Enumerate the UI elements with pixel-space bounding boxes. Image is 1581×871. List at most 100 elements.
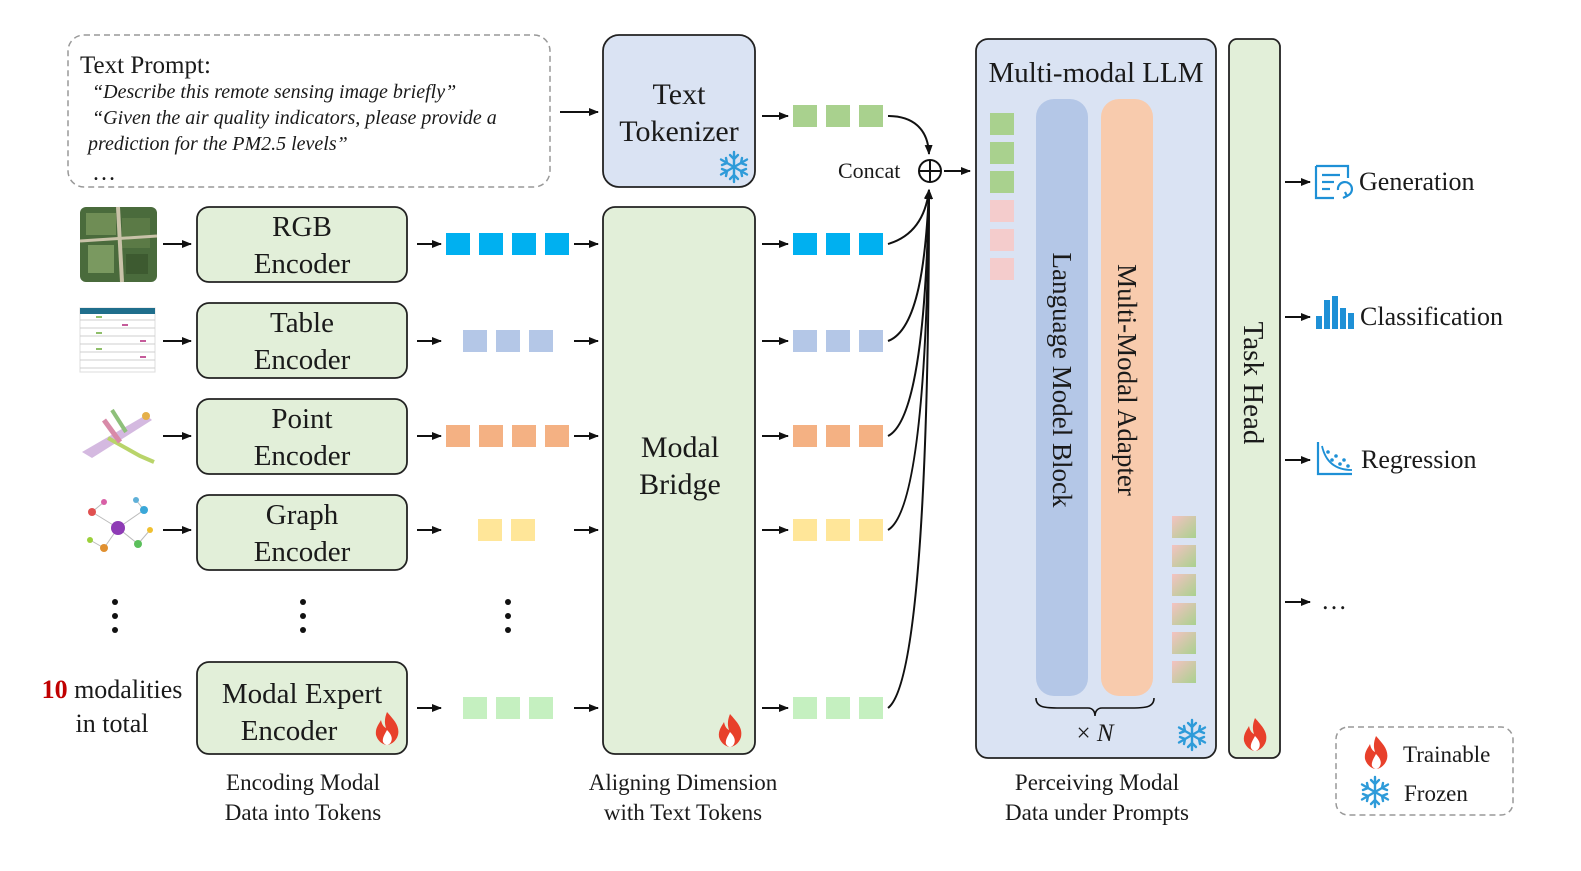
rgb-token [479, 233, 503, 255]
text-tokenizer-box [602, 34, 756, 188]
encoder-expert-label-2: Encoder [241, 715, 338, 747]
aligned-token [826, 233, 850, 255]
text-token [793, 105, 817, 127]
text-tokenizer-label-2: Tokenizer [619, 115, 739, 148]
satellite-image-icon [79, 206, 158, 283]
output-classification-label: Classification [1360, 302, 1503, 331]
encoder-rgb-label-1: RGB [272, 211, 332, 243]
aligned-graph-tokens [793, 519, 883, 541]
concat-label: Concat [838, 158, 900, 183]
text-prompt-box [67, 34, 551, 188]
repeat-brace [1035, 697, 1155, 717]
aligned-token [859, 330, 883, 352]
table-token [529, 330, 553, 352]
output-more-label: … [1321, 586, 1347, 615]
prompt-ellipsis: … [92, 160, 116, 186]
aligned-token [793, 519, 817, 541]
bar-chart-icon [1316, 296, 1354, 329]
graph-token-group [478, 519, 535, 541]
aligned-token [826, 519, 850, 541]
encoder-modal-expert: Modal Expert Encoder [196, 661, 408, 755]
table-token [496, 330, 520, 352]
point-token [479, 425, 503, 447]
encoder-graph: Graph Encoder [196, 494, 408, 571]
aligned-token [793, 697, 817, 719]
aligned-token [826, 425, 850, 447]
graph-network-icon [87, 497, 153, 552]
encoder-rgb-label-2: Encoder [254, 248, 351, 280]
expert-token [529, 697, 553, 719]
modalities-total-label: in total [76, 709, 149, 738]
caption-aligning-1: Aligning Dimension [589, 770, 778, 795]
aligned-rgb-tokens [793, 233, 883, 255]
modal-bridge-label-2: Bridge [639, 468, 721, 501]
aligned-token [826, 330, 850, 352]
text-token [826, 105, 850, 127]
rgb-token [446, 233, 470, 255]
caption-perceiving-2: Data under Prompts [1005, 800, 1189, 825]
encoder-point-label-2: Encoder [254, 440, 351, 472]
aligned-table-tokens [793, 330, 883, 352]
caption-encoding-1: Encoding Modal [226, 770, 380, 795]
aligned-token [859, 697, 883, 719]
point-token [545, 425, 569, 447]
prompt-line-2: “Given the air quality indicators, pleas… [92, 107, 497, 129]
aligned-token [793, 425, 817, 447]
encoder-point: Point Encoder [196, 398, 408, 475]
aligned-token [826, 697, 850, 719]
multimodal-adapter [1101, 99, 1153, 696]
concat-arrows [887, 189, 933, 709]
caption-perceiving-1: Perceiving Modal [1015, 770, 1179, 795]
rgb-token [512, 233, 536, 255]
encoder-table-label-1: Table [270, 307, 334, 339]
repeat-label: × N [1076, 720, 1114, 747]
point-token-group [446, 425, 569, 447]
graph-token [478, 519, 502, 541]
aligned-point-tokens [793, 425, 883, 447]
arrow-text-concat [887, 115, 933, 155]
task-head: Task Head [1228, 38, 1281, 759]
llm-output-tokens [1172, 516, 1196, 683]
aligned-token [859, 233, 883, 255]
vertical-ellipsis [112, 599, 511, 633]
encoder-table: Table Encoder [196, 302, 408, 379]
point-cloud-airplane-icon [82, 408, 155, 464]
modalities-count-label: 10 modalities [42, 675, 183, 704]
legend-frozen: Frozen [1404, 781, 1468, 806]
output-regression-label: Regression [1361, 445, 1477, 474]
caption-aligning-2: with Text Tokens [604, 800, 762, 825]
text-token-group [793, 105, 883, 127]
modal-bridge: Modal Bridge [602, 206, 756, 755]
encoder-table-label-2: Encoder [254, 344, 351, 376]
rgb-token [545, 233, 569, 255]
aligned-expert-tokens [793, 697, 883, 719]
aligned-token [859, 519, 883, 541]
text-token [859, 105, 883, 127]
scatter-plot-icon [1316, 442, 1353, 476]
text-tokenizer-label-1: Text [653, 78, 707, 111]
llm-input-tokens [990, 113, 1014, 280]
encoder-graph-label-1: Graph [266, 499, 339, 531]
table-token [463, 330, 487, 352]
encoder-rgb: RGB Encoder [196, 206, 408, 283]
encoder-expert-label-1: Modal Expert [222, 678, 382, 710]
generation-icon [1314, 164, 1353, 200]
point-token [512, 425, 536, 447]
aligned-token [793, 233, 817, 255]
caption-encoding-2: Data into Tokens [225, 800, 381, 825]
encoder-point-label-1: Point [271, 403, 332, 435]
llm-title: Multi-modal LLM [988, 57, 1203, 89]
rgb-token-group [446, 233, 569, 255]
aligned-token [859, 425, 883, 447]
aligned-token [793, 330, 817, 352]
expert-token-group [463, 697, 553, 719]
prompt-line-3: prediction for the PM2.5 levels” [86, 133, 348, 155]
legend: Trainable Frozen [1335, 726, 1514, 816]
output-generation-label: Generation [1359, 167, 1475, 196]
modal-bridge-label-1: Modal [641, 431, 719, 464]
multimodal-adapter-label: Multi-Modal Adapter [1112, 264, 1142, 496]
table-token-group [463, 330, 553, 352]
text-prompt-title: Text Prompt: [80, 52, 211, 79]
language-model-block [1036, 99, 1088, 696]
